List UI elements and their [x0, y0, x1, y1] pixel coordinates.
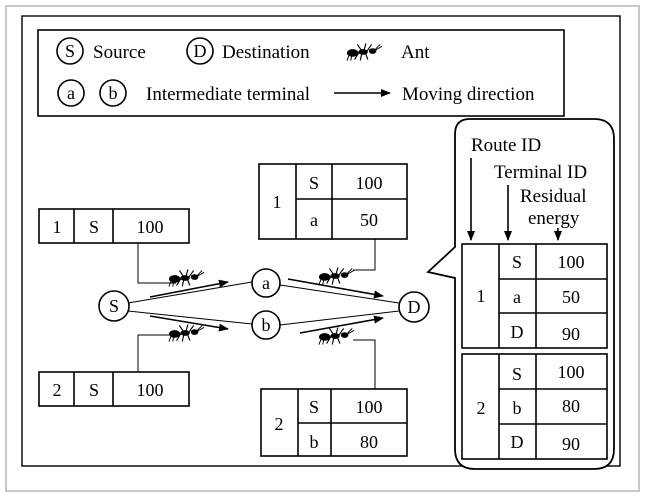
table-route-id: 2: [275, 414, 284, 434]
arrow-s-b: [149, 315, 229, 332]
intermediate-label: Intermediate terminal: [146, 84, 310, 105]
table-frame: [258, 163, 408, 240]
edge-s-b: [127, 310, 253, 325]
source-label: Source: [93, 42, 146, 63]
table-terminal-id: S: [89, 380, 99, 400]
node-a: a: [262, 273, 270, 293]
destination-label: Destination: [222, 42, 310, 63]
edge-b-d: [279, 310, 400, 326]
leader-t1: [137, 243, 176, 284]
table-route2-source: 2 S 100: [38, 371, 190, 407]
leader-t2: [137, 334, 176, 371]
table-terminal-id: S: [89, 217, 99, 237]
table-terminal-id: a: [310, 210, 318, 230]
intermediate-a-symbol-circle: [57, 79, 85, 107]
table-frame: [461, 353, 608, 460]
network-nodes: S a b D: [98, 268, 430, 340]
table-route-id: 1: [477, 286, 486, 306]
diagram-border: [21, 15, 621, 467]
intermediate-b-symbol-circle: [99, 79, 127, 107]
table-terminal-id: b: [513, 398, 522, 418]
table-terminal-id: a: [513, 287, 521, 307]
table-terminal-id: S: [309, 397, 319, 417]
table-route-id: 1: [53, 217, 62, 237]
table-frame: [38, 371, 190, 407]
callout-table-route2: 2 S 100 b 80 D 90: [461, 353, 608, 460]
arrow-b-d: [299, 315, 384, 334]
edge-a-d: [279, 284, 400, 304]
table-energy: 80: [562, 396, 580, 416]
callout-energy-label-line2: energy: [528, 208, 580, 229]
table-frame: [38, 208, 190, 244]
arrow-a-d: [287, 278, 384, 299]
legend-source: S Source: [56, 37, 146, 65]
source-symbol-circle: [56, 37, 84, 65]
ant-icon: [318, 326, 355, 346]
table-terminal-id: S: [309, 173, 319, 193]
callout-table-route1: 1 S 100 a 50 D 90: [461, 243, 608, 349]
network-edges: [127, 278, 400, 334]
node-source-circle: [98, 290, 130, 322]
node-destination: D: [408, 297, 421, 317]
table-energy: 100: [137, 217, 164, 237]
table-terminal-id: D: [511, 322, 524, 342]
ant-icon: [168, 268, 205, 288]
ant-icon: [168, 323, 205, 343]
intermediate-b-symbol: b: [109, 83, 118, 103]
table-route-id: 1: [273, 192, 282, 212]
intermediate-a-symbol: a: [67, 83, 75, 103]
legend: S Source D Destination Ant a b Intermedi…: [37, 29, 565, 117]
table-route1-a: 1 S 100 a 50: [258, 163, 408, 240]
source-symbol: S: [65, 41, 75, 61]
node-destination-circle: [398, 291, 430, 323]
table-frame: [461, 243, 608, 349]
table-terminal-id: b: [310, 432, 319, 452]
table-energy: 100: [137, 380, 164, 400]
table-terminal-id: S: [512, 364, 522, 384]
table-terminal-id: S: [512, 252, 522, 272]
table-energy: 90: [562, 324, 580, 344]
legend-box: [37, 29, 565, 117]
table-energy: 100: [558, 252, 585, 272]
table-terminal-id: D: [511, 432, 524, 452]
table-energy: 50: [360, 210, 378, 230]
direction-label: Moving direction: [402, 84, 535, 105]
edge-s-a: [127, 281, 253, 304]
table-route2-b: 2 S 100 b 80: [260, 388, 408, 457]
destination-symbol-circle: [186, 37, 214, 65]
callout-route-id-label: Route ID: [471, 135, 541, 156]
callout-terminal-id-label: Terminal ID: [494, 162, 587, 183]
table-energy: 50: [562, 287, 580, 307]
table-energy: 80: [360, 432, 378, 452]
outer-frame: [5, 5, 640, 492]
arrow-s-a: [149, 279, 229, 298]
ant-label: Ant: [401, 42, 430, 63]
node-b-circle: [251, 310, 281, 340]
leader-t3: [353, 239, 376, 271]
table-route1-source: 1 S 100: [38, 208, 190, 244]
table-energy: 100: [356, 397, 383, 417]
destination-symbol: D: [194, 41, 207, 61]
callout-energy-label-line1: Residual: [520, 186, 587, 207]
table-route-id: 2: [477, 398, 486, 418]
callout: Route ID Terminal ID Residual energy 1 S…: [426, 118, 615, 470]
node-b: b: [262, 315, 271, 335]
table-route-id: 2: [53, 380, 62, 400]
table-energy: 100: [356, 173, 383, 193]
leader-t4: [353, 339, 376, 389]
node-a-circle: [251, 268, 281, 298]
legend-destination: D Destination: [186, 37, 310, 65]
ant-icon: [318, 266, 355, 286]
table-energy: 100: [558, 362, 585, 382]
table-energy: 90: [562, 434, 580, 454]
node-source: S: [109, 296, 119, 316]
